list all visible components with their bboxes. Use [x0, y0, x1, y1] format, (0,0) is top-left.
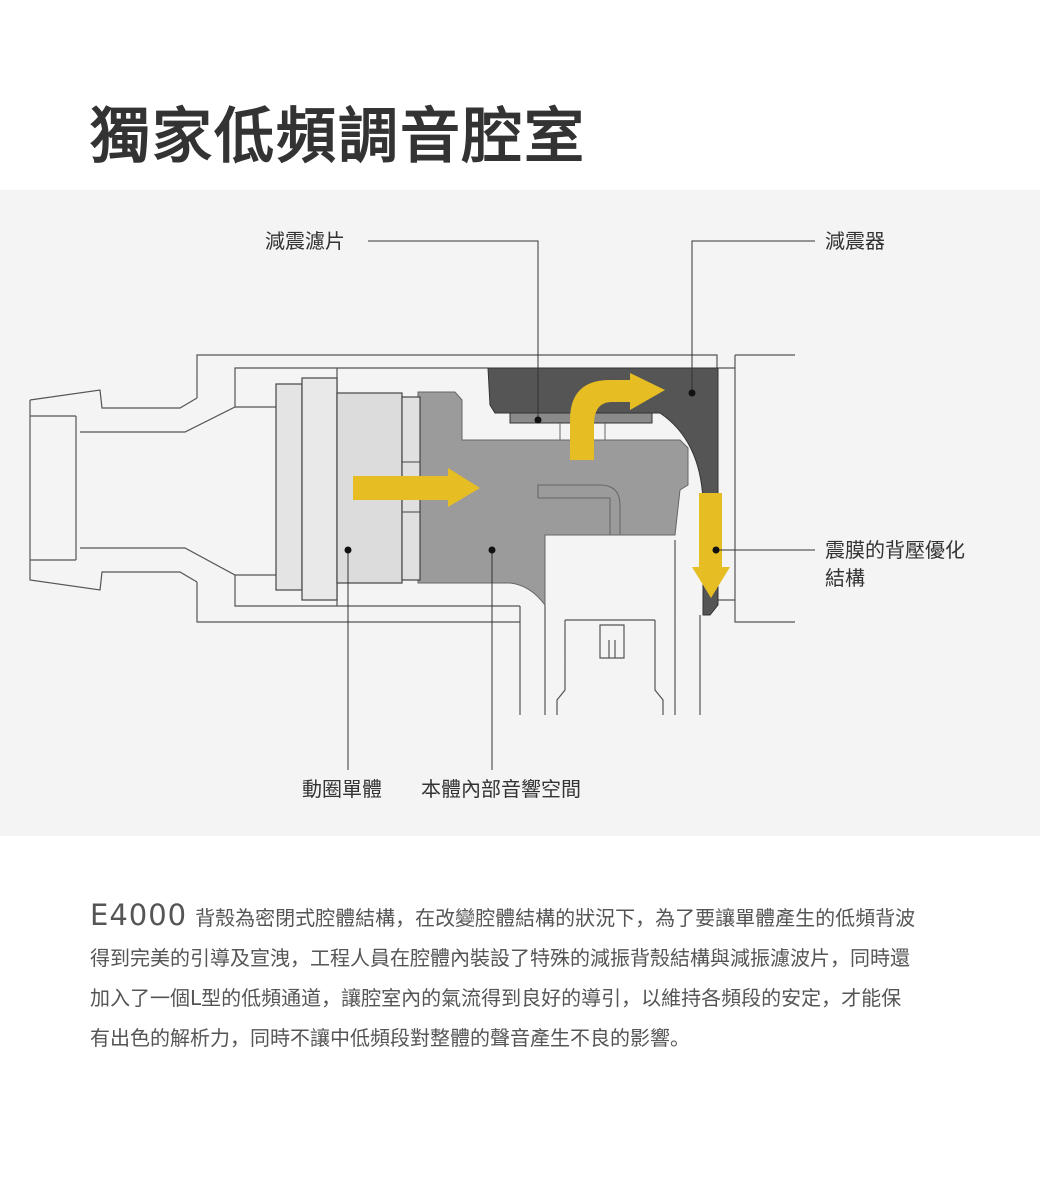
- arrow-curved-icon: [570, 373, 665, 460]
- page-title: 獨家低頻調音腔室: [90, 102, 586, 172]
- description-text: 背殼為密閉式腔體結構，在改變腔體結構的狀況下，為了要讓單體產生的低頻背波得到完美…: [90, 906, 916, 1050]
- label-damping-filter: 減震濾片: [265, 229, 345, 253]
- housing-outline: [29, 354, 795, 715]
- callout-dots: [344, 389, 720, 554]
- label-diaphragm-back-pressure: 震膜的背壓優化: [825, 538, 965, 562]
- label-diaphragm-back-pressure-2: 結構: [825, 566, 865, 590]
- eartip-outline: [29, 389, 198, 591]
- label-damper: 減震器: [825, 229, 885, 253]
- body-cavity: [417, 391, 689, 607]
- driver-ring-outer: [275, 383, 303, 591]
- callout-lines: [347, 240, 815, 770]
- driver-ring: [301, 377, 338, 601]
- stem-lines: [519, 540, 701, 715]
- arrow-down-icon: [692, 493, 730, 598]
- label-internal-acoustic-space: 本體內部音響空間: [421, 777, 581, 801]
- label-dynamic-driver: 動圈單體: [302, 777, 382, 801]
- model-name: E4000: [90, 898, 188, 932]
- arrow-right-icon: [353, 468, 480, 507]
- outer-housing: [196, 354, 718, 623]
- airflow-arrows: [353, 373, 730, 598]
